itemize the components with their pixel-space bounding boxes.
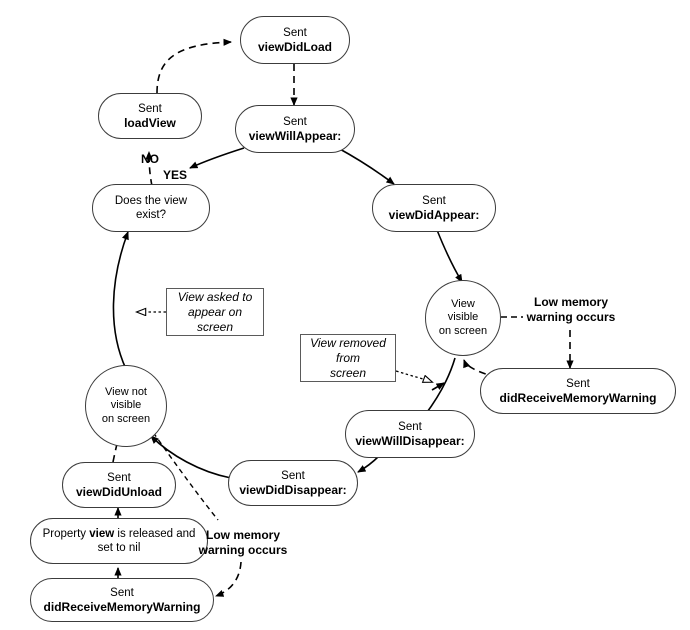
edge-lowmemory-to-didreceivememorywarning-bottom <box>215 561 242 597</box>
node-prefix: Sent <box>422 194 446 207</box>
edge-viewwillappear-to-viewdidappear <box>337 147 395 185</box>
edge-label-line1: Low memory <box>205 528 280 542</box>
node-view-did-appear[interactable]: Sent viewDidAppear: <box>372 184 496 232</box>
note-line3: screen <box>196 319 234 334</box>
node-did-receive-memory-warning-bottom[interactable]: Sent didReceiveMemoryWarning <box>30 578 214 622</box>
node-method-name: viewWillDisappear: <box>355 433 465 448</box>
note-view-asked-to-appear: View asked to appear on screen <box>166 288 264 336</box>
node-method-name: viewWillAppear: <box>248 128 342 143</box>
edge-viewwilldisappear-to-viewvisible <box>424 357 456 416</box>
node-prefix: Sent <box>110 586 134 599</box>
property-name: view <box>89 528 115 540</box>
node-view-will-appear[interactable]: Sent viewWillAppear: <box>235 105 355 153</box>
note-line3: screen <box>329 365 367 380</box>
node-does-view-exist[interactable]: Does the view exist? <box>92 184 210 232</box>
node-state-line2: visible <box>447 311 479 324</box>
edge-label-low-memory-bottom: Low memory warning occurs <box>184 528 302 557</box>
node-state-line2: visible <box>110 399 142 412</box>
node-prefix: Sent <box>283 26 307 39</box>
property-released-line2: set to nil <box>97 542 141 554</box>
edge-viewdidappear-to-viewvisible <box>436 229 463 283</box>
node-method-name: didReceiveMemoryWarning <box>499 390 657 405</box>
node-view-did-unload[interactable]: Sent viewDidUnload <box>62 462 176 508</box>
property-released-line1: Property view is released and <box>42 528 196 540</box>
node-state-line3: on screen <box>438 324 488 337</box>
node-question-line1: Does the view <box>114 195 188 207</box>
node-state-line3: on screen <box>101 412 151 425</box>
node-property-view-released[interactable]: Property view is released and set to nil <box>30 518 208 564</box>
note-line1: View asked to <box>177 289 253 304</box>
edge-label-line2: warning occurs <box>526 309 616 324</box>
node-prefix: Sent <box>281 469 305 482</box>
node-state-line1: View not <box>105 385 147 398</box>
edge-viewwilldisappear-to-viewdiddisappear <box>357 455 380 473</box>
note-line2: appear on <box>187 304 243 319</box>
node-method-name: loadView <box>124 115 176 130</box>
node-did-receive-memory-warning-right[interactable]: Sent didReceiveMemoryWarning <box>480 368 676 414</box>
node-view-did-load[interactable]: Sent viewDidLoad <box>240 16 350 64</box>
edge-viewnotvisible-to-doesviewexist <box>112 231 129 370</box>
edge-label-low-memory-right: Low memory warning occurs <box>512 295 630 324</box>
edge-label-no: NO <box>141 152 159 166</box>
edge-viewwilldisappear-arrowhead <box>431 382 445 391</box>
note-view-removed-from-screen: View removed from screen <box>300 334 396 382</box>
node-state-line1: View <box>451 297 475 310</box>
node-view-will-disappear[interactable]: Sent viewWillDisappear: <box>345 410 475 458</box>
edge-label-line2: warning occurs <box>198 542 288 557</box>
node-view-visible-on-screen[interactable]: View visible on screen <box>425 280 501 356</box>
node-method-name: viewDidDisappear: <box>239 482 347 497</box>
node-prefix: Sent <box>283 115 307 128</box>
node-method-name: viewDidAppear: <box>388 207 480 222</box>
node-prefix: Sent <box>398 420 422 433</box>
edge-label-yes: YES <box>162 168 187 182</box>
edge-label-line1: Low memory <box>533 295 608 309</box>
note-line1: View removed <box>310 335 386 350</box>
node-question-line2: exist? <box>135 209 167 221</box>
node-method-name: viewDidLoad <box>257 39 332 54</box>
edge-yes-to-viewwillappear <box>189 147 245 169</box>
edge-loadview-to-viewdidload <box>156 38 232 94</box>
note-line2: from <box>336 350 360 365</box>
node-prefix: Sent <box>107 471 131 484</box>
node-method-name: didReceiveMemoryWarning <box>43 599 201 614</box>
node-method-name: viewDidUnload <box>75 484 162 499</box>
node-view-not-visible-on-screen[interactable]: View not visible on screen <box>85 365 167 447</box>
node-prefix: Sent <box>566 377 590 390</box>
node-load-view[interactable]: Sent loadView <box>98 93 202 139</box>
node-view-did-disappear[interactable]: Sent viewDidDisappear: <box>228 460 358 506</box>
edge-viewremoved-note <box>395 370 432 382</box>
node-prefix: Sent <box>138 102 162 115</box>
